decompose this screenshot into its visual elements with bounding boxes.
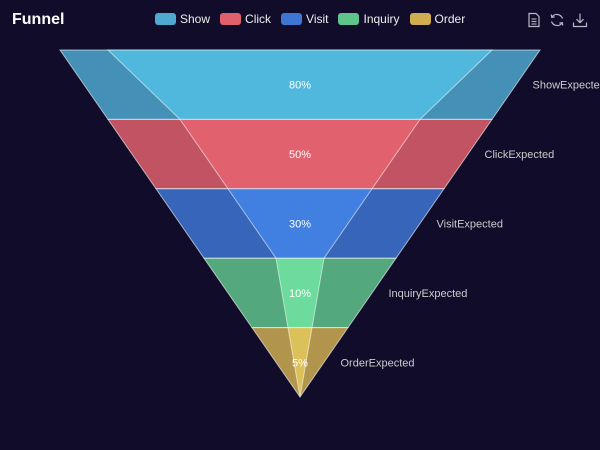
- toolbox: [526, 12, 588, 28]
- save-image-icon[interactable]: [572, 12, 588, 28]
- legend-label: Show: [180, 12, 211, 26]
- actual-series: [106, 49, 494, 398]
- legend-label: Order: [434, 12, 466, 26]
- legend-item-show[interactable]: Show: [155, 12, 210, 26]
- legend-swatch: [338, 13, 360, 25]
- legend: Show Click Visit Inquiry Order: [155, 12, 465, 26]
- chart-title: Funnel: [12, 11, 65, 28]
- expected-label-order: OrderExpected: [341, 357, 415, 369]
- actual-label-inquiry: 10%: [289, 288, 311, 300]
- legend-swatch: [409, 13, 431, 25]
- labels: 80% ShowExpected 50% ClickExpected 30% VisitE…: [289, 80, 600, 370]
- legend-swatch: [220, 13, 242, 25]
- actual-segment-order[interactable]: [287, 327, 313, 398]
- legend-item-order[interactable]: Order: [409, 12, 466, 26]
- data-view-icon[interactable]: [526, 12, 542, 28]
- actual-label-click: 50%: [289, 149, 311, 161]
- expected-label-inquiry: InquiryExpected: [389, 288, 468, 300]
- legend-swatch: [155, 13, 176, 25]
- expected-label-click: ClickExpected: [485, 149, 555, 161]
- expected-label-show: ShowExpected: [533, 80, 600, 92]
- actual-label-show: 80%: [289, 80, 311, 92]
- expected-label-visit: VisitExpected: [437, 219, 503, 231]
- legend-item-click[interactable]: Click: [220, 12, 271, 26]
- actual-label-visit: 30%: [289, 219, 311, 231]
- legend-label: Click: [245, 12, 272, 26]
- restore-icon[interactable]: [549, 12, 565, 28]
- legend-item-visit[interactable]: Visit: [281, 12, 328, 26]
- legend-item-inquiry[interactable]: Inquiry: [338, 12, 400, 26]
- actual-label-order: 5%: [292, 357, 308, 369]
- legend-label: Inquiry: [363, 12, 400, 26]
- legend-swatch: [281, 13, 303, 25]
- legend-label: Visit: [306, 12, 329, 26]
